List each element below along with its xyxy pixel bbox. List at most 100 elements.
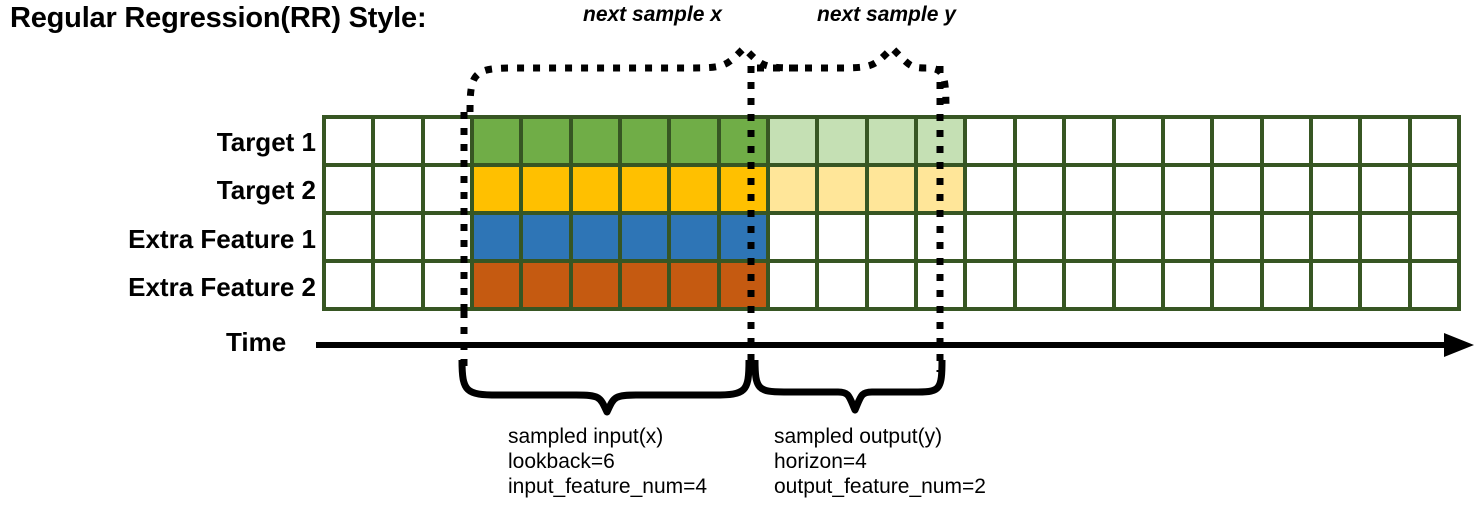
grid-cell (1263, 119, 1309, 163)
timeseries-grid (322, 115, 1461, 311)
grid-cell (720, 167, 767, 211)
grid-cell (1066, 215, 1112, 259)
grid-cell (1164, 167, 1211, 211)
time-axis-label: Time (226, 327, 287, 357)
grid-cell (1066, 119, 1112, 163)
grid-cell (424, 167, 471, 211)
grid-cell (622, 167, 668, 211)
grid-cell (1312, 119, 1359, 163)
grid-cell (868, 215, 915, 259)
grid-cell (474, 119, 520, 163)
grid-cell (474, 215, 520, 259)
grid-cell (868, 167, 915, 211)
brace-bottom-sampled-output (751, 359, 946, 414)
grid-cell (1411, 167, 1457, 211)
grid-cell (326, 215, 372, 259)
grid-row-target-1 (326, 119, 1457, 163)
grid-cell (770, 119, 816, 163)
grid-cell (1312, 263, 1359, 307)
grid-cell (819, 167, 865, 211)
grid-cell (523, 167, 569, 211)
grid-cell (770, 263, 816, 307)
annotation-sampled-input: sampled input(x) lookback=6 input_featur… (508, 424, 707, 499)
grid-cell (1214, 119, 1260, 163)
grid-row-extra-feature-1 (326, 215, 1457, 259)
grid-cell (1115, 167, 1161, 211)
grid-cell (1411, 215, 1457, 259)
brace-top-next-sample-y (757, 43, 950, 113)
grid-cell (1016, 119, 1063, 163)
grid-cell (967, 167, 1013, 211)
grid-cell (967, 215, 1013, 259)
grid-cell (375, 119, 421, 163)
grid-cell (572, 119, 619, 163)
caption-next-sample-x: next sample x (583, 3, 722, 26)
grid-cell (1164, 215, 1211, 259)
grid-cell (1214, 263, 1260, 307)
grid-cell (424, 119, 471, 163)
grid-cell (1115, 263, 1161, 307)
grid-cell (1362, 119, 1408, 163)
grid-cell (819, 263, 865, 307)
grid-cell (375, 167, 421, 211)
grid-cell (622, 119, 668, 163)
annotation-output-line-2: horizon=4 (774, 450, 867, 473)
grid-cell (474, 263, 520, 307)
grid-cell (967, 119, 1013, 163)
grid-cell (1362, 263, 1408, 307)
grid-cell (523, 215, 569, 259)
grid-cell (326, 167, 372, 211)
grid-cell (572, 215, 619, 259)
annotation-input-line-3: input_feature_num=4 (508, 475, 708, 498)
grid-cell (918, 263, 964, 307)
page-title: Regular Regression(RR) Style: (10, 2, 427, 34)
grid-cell (523, 263, 569, 307)
brace-top-next-sample-x (466, 43, 799, 113)
grid-cell (770, 215, 816, 259)
grid-cell (1263, 167, 1309, 211)
grid-cell (1016, 167, 1063, 211)
grid-cell (770, 167, 816, 211)
time-axis-arrow (316, 333, 1474, 357)
grid-cell (1066, 167, 1112, 211)
grid-cell (1164, 119, 1211, 163)
grid-cell (1362, 215, 1408, 259)
grid-cell (523, 119, 569, 163)
grid-cell (1016, 215, 1063, 259)
grid-cell (622, 263, 668, 307)
grid-cell (671, 167, 717, 211)
grid-cell (1312, 215, 1359, 259)
grid-cell (1312, 167, 1359, 211)
brace-bottom-sampled-input (458, 359, 753, 416)
row-label-extra-feature-1: Extra Feature 1 (128, 224, 316, 254)
grid-cell (868, 263, 915, 307)
grid-cell (819, 119, 865, 163)
row-label-target-1: Target 1 (216, 127, 316, 157)
grid-cell (1066, 263, 1112, 307)
grid-cell (720, 119, 767, 163)
grid-cell (1263, 263, 1309, 307)
caption-next-sample-y: next sample y (817, 3, 956, 26)
grid-cell (967, 263, 1013, 307)
grid-cell (424, 263, 471, 307)
grid-cell (326, 263, 372, 307)
annotation-output-line-1: sampled output(y) (774, 425, 943, 448)
grid-cell (1214, 167, 1260, 211)
grid-cell (375, 215, 421, 259)
row-label-extra-feature-2: Extra Feature 2 (128, 272, 316, 302)
grid-cell (1263, 215, 1309, 259)
grid-cell (918, 167, 964, 211)
grid-cell (474, 167, 520, 211)
grid-cell (1362, 167, 1408, 211)
grid-cell (1115, 119, 1161, 163)
grid-row-target-2 (326, 167, 1457, 211)
grid-cell (819, 215, 865, 259)
grid-cell (572, 167, 619, 211)
grid-cell (424, 215, 471, 259)
annotation-sampled-output: sampled output(y) horizon=4 output_featu… (774, 424, 986, 499)
grid-cell (1411, 263, 1457, 307)
grid-cell (1214, 215, 1260, 259)
grid-cell (572, 263, 619, 307)
grid-cell (375, 263, 421, 307)
